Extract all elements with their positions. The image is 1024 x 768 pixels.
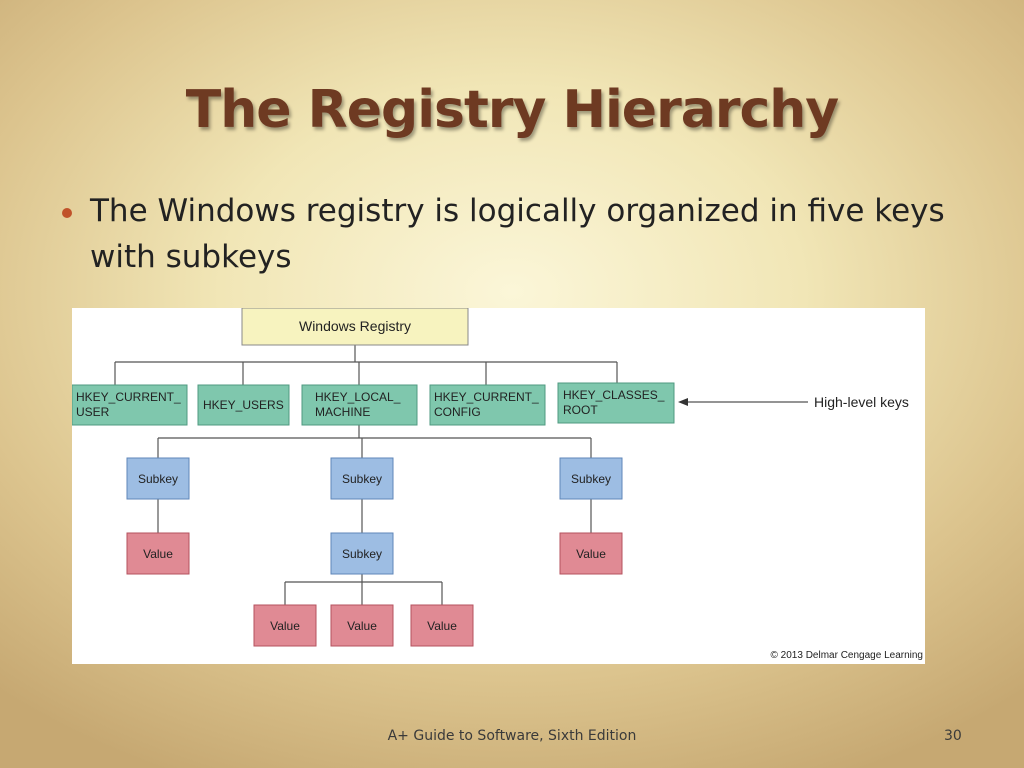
hkey-current-config-label-1: HKEY_CURRENT_ xyxy=(434,390,539,404)
page-number: 30 xyxy=(944,728,962,744)
value-label-nested-2: Value xyxy=(347,619,377,633)
hkey-users-box xyxy=(197,384,290,426)
windows-registry-label: Windows Registry xyxy=(299,318,411,334)
subkey-box-right xyxy=(559,457,623,500)
subkey-label-middle: Subkey xyxy=(342,472,382,486)
hkey-local-machine-label-2: MACHINE xyxy=(315,405,370,419)
hkey-users-label: HKEY_USERS xyxy=(203,398,284,412)
value-box-right xyxy=(559,532,623,575)
callout-arrow xyxy=(678,398,808,406)
value-label-right: Value xyxy=(576,547,606,561)
copyright-notice: © 2013 Delmar Cengage Learning xyxy=(771,650,923,661)
subkey-label-right: Subkey xyxy=(571,472,611,486)
value-box-left xyxy=(126,532,190,575)
windows-registry-box xyxy=(241,308,469,346)
callout-label: High-level keys xyxy=(814,394,909,410)
slide-title: The Registry Hierarchy xyxy=(185,80,839,140)
value-label-left: Value xyxy=(143,547,173,561)
footer-book-title: A+ Guide to Software, Sixth Edition xyxy=(387,728,637,744)
hkey-current-user-label-1: HKEY_CURRENT_ xyxy=(76,390,181,404)
value-label-nested-3: Value xyxy=(427,619,457,633)
hkey-classes-root-label-2: ROOT xyxy=(563,403,598,417)
bullet-text: The Windows registry is logically organi… xyxy=(90,193,945,275)
hkey-classes-root-label-1: HKEY_CLASSES_ xyxy=(563,388,665,402)
hkey-classes-root-box xyxy=(557,382,675,424)
hkey-current-user-box xyxy=(72,384,188,426)
value-box-nested-1 xyxy=(253,604,317,647)
value-label-nested-1: Value xyxy=(270,619,300,633)
subkey-box-left xyxy=(126,457,190,500)
hkey-local-machine-box xyxy=(301,384,418,426)
hkey-current-config-label-2: CONFIG xyxy=(434,405,481,419)
registry-diagram-svg: High-level keys Windows Registry HKEY_CU… xyxy=(72,308,923,661)
connector-lines xyxy=(114,345,618,605)
hkey-current-user-label-2: USER xyxy=(76,405,110,419)
bullet-icon xyxy=(62,208,72,218)
hkey-current-config-box xyxy=(429,384,546,426)
value-box-nested-3 xyxy=(410,604,474,647)
subkey-box-middle xyxy=(330,457,394,500)
subkey-label-nested: Subkey xyxy=(342,547,382,561)
registry-diagram: High-level keys Windows Registry HKEY_CU… xyxy=(72,308,925,664)
value-box-nested-2 xyxy=(330,604,394,647)
hkey-local-machine-label-1: HKEY_LOCAL_ xyxy=(315,390,401,404)
subkey-label-left: Subkey xyxy=(138,472,178,486)
subkey-box-nested xyxy=(330,532,394,575)
